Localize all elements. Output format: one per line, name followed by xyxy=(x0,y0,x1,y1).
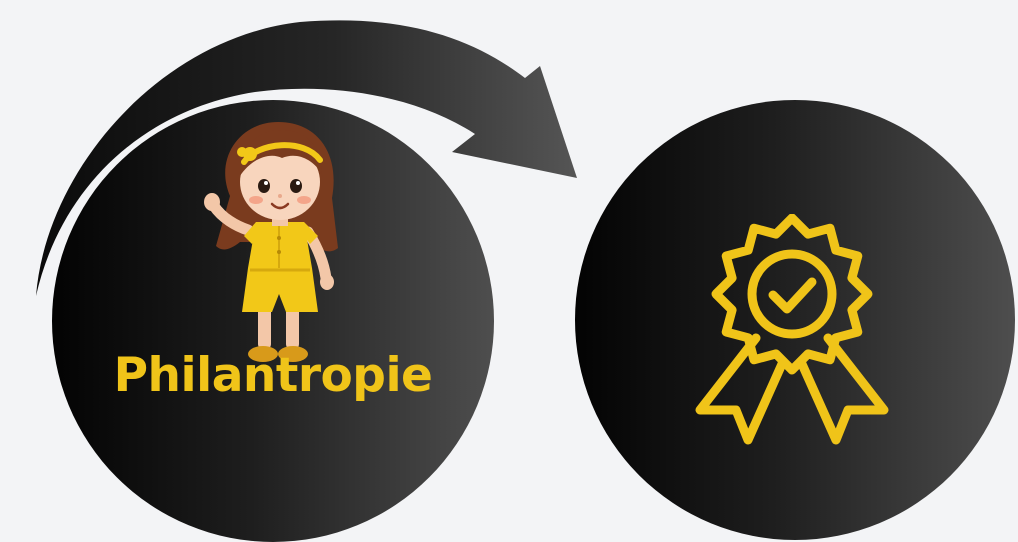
award-badge-check-icon xyxy=(690,214,894,448)
girl-waving-illustration xyxy=(200,118,350,370)
node-label: Philantropie xyxy=(52,352,494,399)
award-rosette xyxy=(716,218,868,370)
